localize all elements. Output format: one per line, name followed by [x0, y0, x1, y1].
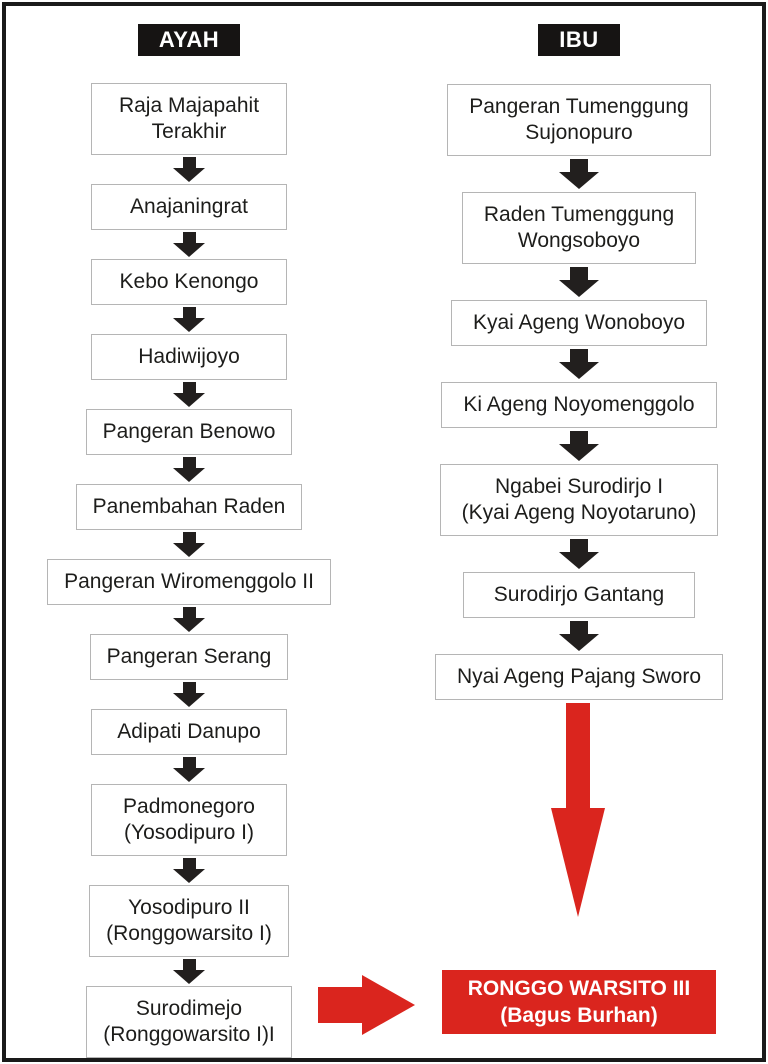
down-arrow-icon: [559, 621, 599, 651]
node-padmonegoro: Padmonegoro (Yosodipuro I): [91, 784, 287, 856]
down-arrow-icon: [173, 382, 205, 407]
down-arrow-icon: [173, 307, 205, 332]
result-title: RONGGO WARSITO III: [467, 977, 691, 1000]
node-hadiwijoyo: Hadiwijoyo: [91, 334, 287, 380]
node-nyai-ageng-pajang-sworo: Nyai Ageng Pajang Sworo: [435, 654, 723, 700]
down-arrow-icon: [173, 959, 205, 984]
node-ngabei-surodirjo-i: Ngabei Surodirjo I (Kyai Ageng Noyotarun…: [439, 464, 719, 536]
node-surodimejo: Surodimejo (Ronggowarsito I)I: [86, 986, 292, 1058]
node-ki-ageng-noyomenggolo: Ki Ageng Noyomenggolo: [441, 382, 717, 428]
right-arrow-icon: [318, 975, 415, 1035]
down-arrow-icon: [173, 607, 205, 632]
down-arrow-icon: [559, 539, 599, 569]
ayah-column: AYAH Raja Majapahit Terakhir Anajaningra…: [29, 24, 349, 1058]
node-yosodipuro-ii: Yosodipuro II (Ronggowarsito I): [89, 885, 289, 957]
ayah-header: AYAH: [137, 24, 241, 56]
down-arrow-icon: [173, 757, 205, 782]
down-arrow-icon: [559, 431, 599, 461]
down-arrow-icon: [173, 858, 205, 883]
down-arrow-icon: [173, 457, 205, 482]
node-raden-tumenggung-wongsoboyo: Raden Tumenggung Wongsoboyo: [461, 192, 697, 264]
down-arrow-icon: [559, 267, 599, 297]
result-subtitle: (Bagus Burhan): [500, 1004, 658, 1027]
node-pangeran-benowo: Pangeran Benowo: [85, 409, 293, 455]
down-arrow-icon: [173, 232, 205, 257]
big-down-arrow-icon: [551, 703, 605, 917]
node-pangeran-wiromenggolo-ii: Pangeran Wiromenggolo II: [47, 559, 331, 605]
node-raja-majapahit-terakhir: Raja Majapahit Terakhir: [91, 83, 287, 155]
result-box-ronggo-warsito-iii: RONGGO WARSITO III (Bagus Burhan): [442, 970, 716, 1034]
down-arrow-icon: [173, 532, 205, 557]
node-kebo-kenongo: Kebo Kenongo: [91, 259, 287, 305]
down-arrow-icon: [173, 157, 205, 182]
down-arrow-icon: [559, 159, 599, 189]
ibu-column: IBU Pangeran Tumenggung Sujonopuro Raden…: [418, 24, 740, 700]
node-adipati-danupo: Adipati Danupo: [91, 709, 287, 755]
node-pangeran-serang: Pangeran Serang: [89, 634, 289, 680]
node-panembahan-raden: Panembahan Raden: [75, 484, 303, 530]
down-arrow-icon: [559, 349, 599, 379]
node-pangeran-tumenggung-sujonopuro: Pangeran Tumenggung Sujonopuro: [447, 84, 711, 156]
node-surodirjo-gantang: Surodirjo Gantang: [463, 572, 695, 618]
node-anajaningrat: Anajaningrat: [91, 184, 287, 230]
node-kyai-ageng-wonoboyo: Kyai Ageng Wonoboyo: [450, 300, 708, 346]
ibu-header: IBU: [538, 24, 620, 56]
down-arrow-icon: [173, 682, 205, 707]
